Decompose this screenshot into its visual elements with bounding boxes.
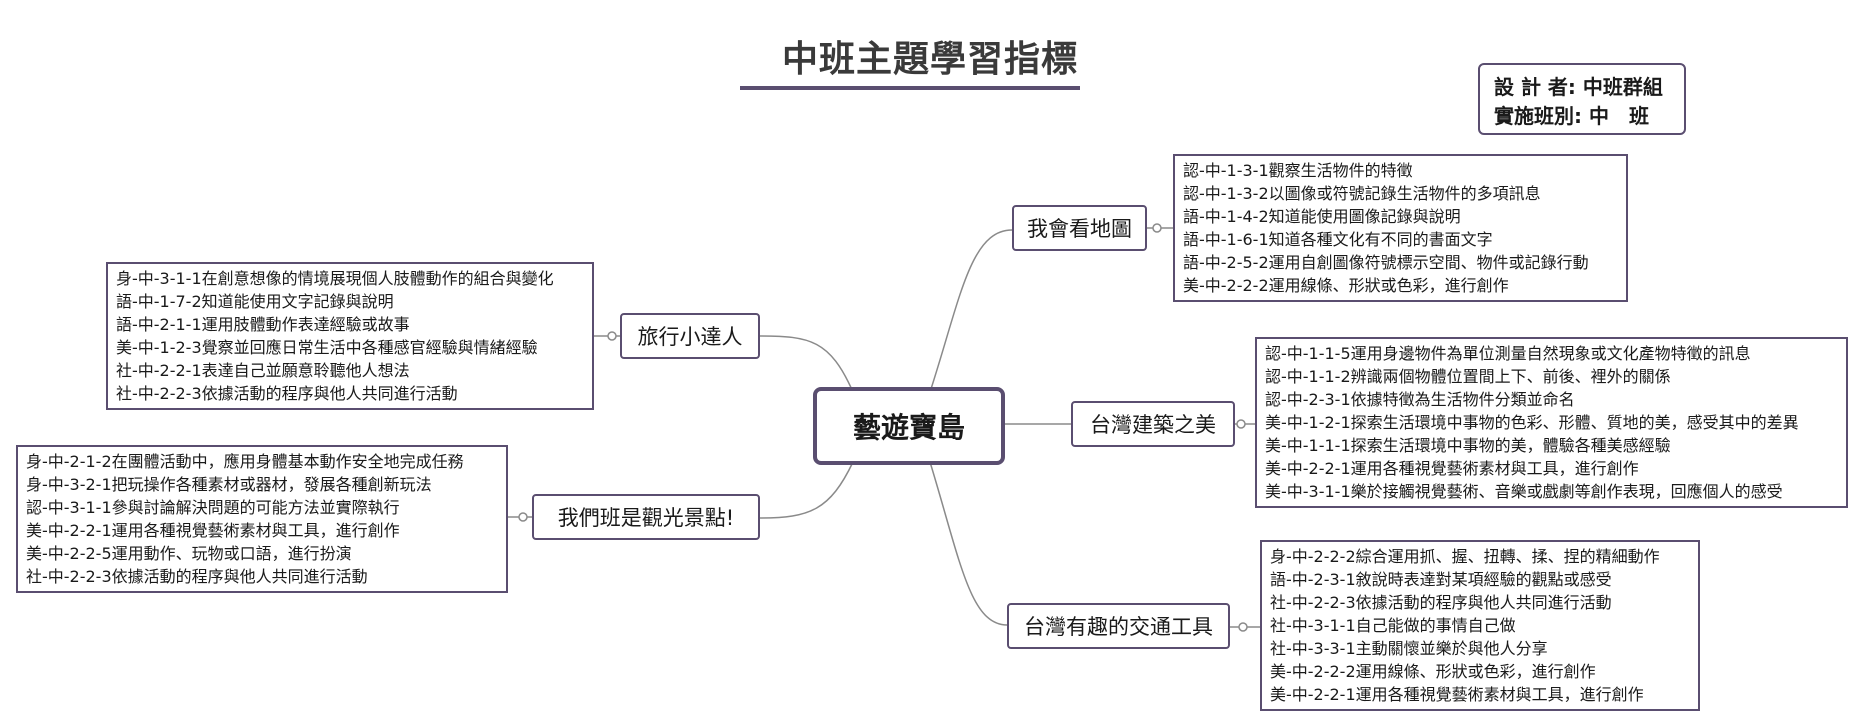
detail-spot-item: 身-中-2-1-2在團體活動中，應用身體基本動作安全地完成任務	[26, 452, 464, 471]
detail-map-item: 語-中-2-5-2運用自創圖像符號標示空間、物件或記錄行動	[1183, 253, 1589, 272]
joint-spot	[518, 512, 528, 522]
designer-value: 中班群組	[1582, 75, 1663, 99]
detail-architecture-item: 美-中-1-1-1探索生活環境中事物的美，體驗各種美感經驗	[1265, 436, 1671, 455]
detail-transport-item: 社-中-3-1-1自己能做的事情自己做	[1270, 616, 1516, 635]
joint-transport	[1238, 622, 1248, 632]
connector-transport	[929, 461, 1008, 626]
detail-traveler-item: 身-中-3-1-1在創意想像的情境展現個人肢體動作的組合與變化	[116, 269, 554, 288]
branch-map[interactable]: 我會看地圖	[1012, 205, 1147, 251]
detail-transport: 身-中-2-2-2綜合運用抓、握、扭轉、揉、捏的精細動作 語-中-2-3-1敘說…	[1260, 540, 1700, 711]
branch-map-label: 我會看地圖	[1027, 217, 1132, 241]
branch-transport[interactable]: 台灣有趣的交通工具	[1007, 603, 1230, 649]
detail-traveler-item: 語-中-1-7-2知道能使用文字記錄與說明	[116, 292, 394, 311]
designer-row: 設 計 者: 中班群組	[1494, 73, 1684, 102]
joint-traveler	[607, 331, 617, 341]
detail-architecture: 認-中-1-1-5運用身邊物件為單位測量自然現象或文化產物特徵的訊息 認-中-1…	[1255, 337, 1848, 508]
detail-spot-item: 認-中-3-1-1參與討論解決問題的可能方法並實際執行	[26, 498, 400, 517]
detail-traveler-item: 美-中-1-2-3覺察並回應日常生活中各種感官經驗與情緒經驗	[116, 338, 538, 357]
detail-architecture-item: 認-中-1-1-5運用身邊物件為單位測量自然現象或文化產物特徵的訊息	[1265, 344, 1751, 363]
detail-spot: 身-中-2-1-2在團體活動中，應用身體基本動作安全地完成任務 身-中-3-2-…	[16, 445, 508, 593]
connector-spot	[759, 461, 854, 519]
detail-spot-item: 社-中-2-2-3依據活動的程序與他人共同進行活動	[26, 567, 368, 586]
branch-transport-label: 台灣有趣的交通工具	[1024, 615, 1213, 639]
detail-map-item: 語-中-1-4-2知道能使用圖像記錄與說明	[1183, 207, 1461, 226]
central-topic[interactable]: 藝遊寶島	[813, 387, 1005, 465]
detail-map-item: 認-中-1-3-2以圖像或符號記錄生活物件的多項訊息	[1183, 184, 1541, 203]
detail-transport-item: 社-中-2-2-3依據活動的程序與他人共同進行活動	[1270, 593, 1612, 612]
title-underline	[740, 86, 1080, 90]
detail-transport-item: 身-中-2-2-2綜合運用抓、握、扭轉、揉、捏的精細動作	[1270, 547, 1660, 566]
branch-architecture[interactable]: 台灣建築之美	[1071, 401, 1235, 447]
detail-traveler-item: 語-中-2-1-1運用肢體動作表達經驗或故事	[116, 315, 410, 334]
detail-map-item: 認-中-1-3-1觀察生活物件的特徵	[1183, 161, 1413, 180]
connector-map	[929, 229, 1013, 393]
detail-traveler: 身-中-3-1-1在創意想像的情境展現個人肢體動作的組合與變化 語-中-1-7-…	[106, 262, 594, 410]
branch-traveler-label: 旅行小達人	[637, 325, 743, 349]
detail-map: 認-中-1-3-1觀察生活物件的特徵 認-中-1-3-2以圖像或符號記錄生活物件…	[1173, 154, 1628, 302]
designer-label: 設 計 者:	[1494, 75, 1576, 99]
central-topic-label: 藝遊寶島	[852, 411, 965, 444]
class-label: 實施班別:	[1494, 104, 1582, 128]
detail-spot-item: 美-中-2-2-1運用各種視覺藝術素材與工具，進行創作	[26, 521, 400, 540]
class-row: 實施班別: 中 班	[1494, 102, 1684, 131]
page-title: 中班主題學習指標	[781, 39, 1078, 80]
connector-traveler	[759, 335, 854, 393]
branch-traveler[interactable]: 旅行小達人	[620, 313, 760, 359]
joint-architecture	[1236, 419, 1246, 429]
detail-spot-item: 身-中-3-2-1把玩操作各種素材或器材，發展各種創新玩法	[26, 475, 432, 494]
detail-architecture-item: 美-中-2-2-1運用各種視覺藝術素材與工具，進行創作	[1265, 459, 1639, 478]
detail-architecture-item: 認-中-2-3-1依據特徵為生活物件分類並命名	[1265, 390, 1575, 409]
detail-transport-item: 美-中-2-2-1運用各種視覺藝術素材與工具，進行創作	[1270, 685, 1644, 704]
detail-transport-item: 語-中-2-3-1敘說時表達對某項經驗的觀點或感受	[1270, 570, 1612, 589]
detail-architecture-item: 認-中-1-1-2辨識兩個物體位置間上下、前後、裡外的關係	[1265, 367, 1671, 386]
class-value: 中 班	[1588, 104, 1649, 128]
branch-spot-label: 我們班是觀光景點!	[557, 506, 735, 530]
detail-transport-item: 美-中-2-2-2運用線條、形狀或色彩，進行創作	[1270, 662, 1596, 681]
detail-traveler-item: 社-中-2-2-3依據活動的程序與他人共同進行活動	[116, 384, 458, 403]
branch-architecture-label: 台灣建築之美	[1090, 413, 1216, 437]
detail-architecture-item: 美-中-3-1-1樂於接觸視覺藝術、音樂或戲劇等創作表現，回應個人的感受	[1265, 482, 1783, 501]
branch-spot[interactable]: 我們班是觀光景點!	[532, 494, 760, 540]
detail-map-item: 語-中-1-6-1知道各種文化有不同的書面文字	[1183, 230, 1493, 249]
detail-map-item: 美-中-2-2-2運用線條、形狀或色彩，進行創作	[1183, 276, 1509, 295]
info-box: 設 計 者: 中班群組 實施班別: 中 班	[1478, 63, 1686, 135]
detail-architecture-item: 美-中-1-2-1探索生活環境中事物的色彩、形體、質地的美，感受其中的差異	[1265, 413, 1799, 432]
joint-map	[1152, 223, 1162, 233]
detail-transport-item: 社-中-3-3-1主動關懷並樂於與他人分享	[1270, 639, 1548, 658]
detail-traveler-item: 社-中-2-2-1表達自己並願意聆聽他人想法	[116, 361, 410, 380]
detail-spot-item: 美-中-2-2-5運用動作、玩物或口語，進行扮演	[26, 544, 352, 563]
